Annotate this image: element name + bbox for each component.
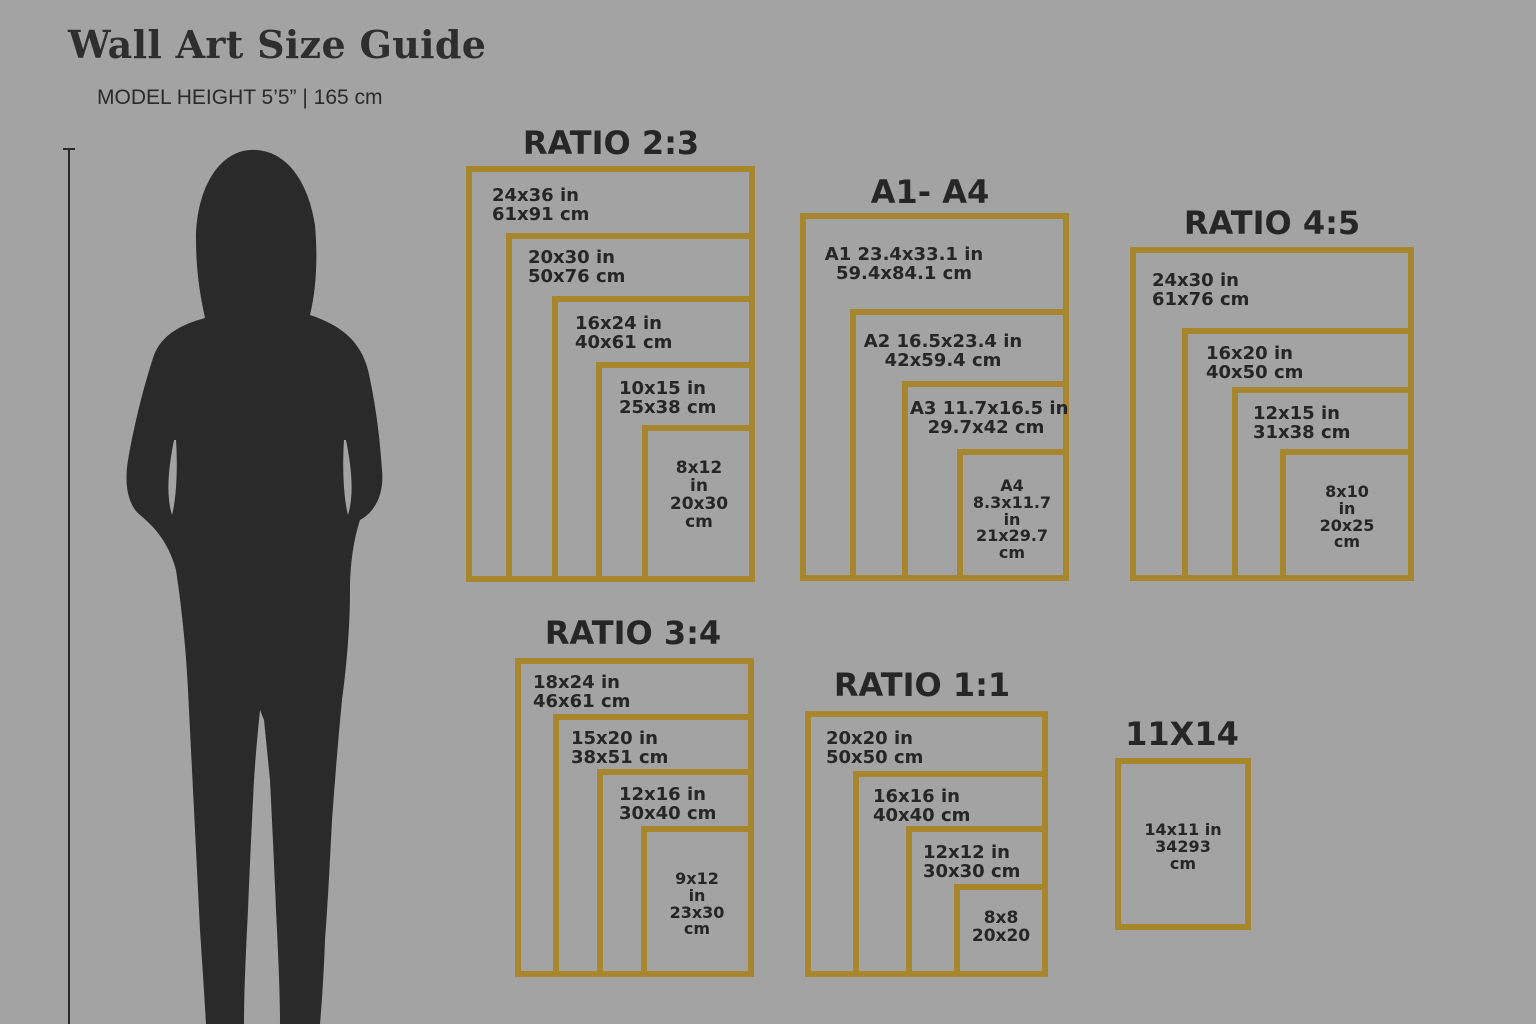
page-title: Wall Art Size Guide	[68, 22, 487, 67]
frame-8x8	[954, 884, 1048, 977]
height-ruler-tick	[63, 148, 75, 150]
woman-silhouette	[126, 149, 383, 1024]
group-title-11x14: 11X14	[1125, 715, 1239, 753]
group-title-ratio-4-5: RATIO 4:5	[1183, 204, 1361, 242]
frame-14x11	[1115, 758, 1251, 930]
frame-9x12	[641, 826, 754, 977]
frame-8x10	[1280, 449, 1414, 581]
height-ruler	[68, 150, 70, 1024]
model-height-label: MODEL HEIGHT 5’5” | 165 cm	[97, 86, 383, 109]
frame-8x12	[642, 425, 755, 582]
group-title-ratio-2-3: RATIO 2:3	[522, 124, 700, 162]
group-title-ratio-1-1: RATIO 1:1	[833, 666, 1011, 704]
group-title-ratio-3-4: RATIO 3:4	[544, 614, 722, 652]
group-title-a1-a4: A1- A4	[870, 173, 990, 211]
frame-a4	[957, 449, 1069, 581]
